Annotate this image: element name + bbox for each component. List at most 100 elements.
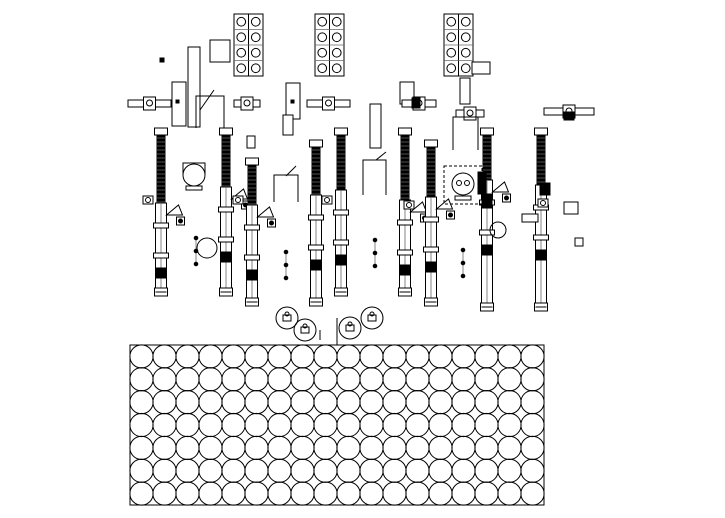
table-cell-circle (222, 391, 245, 414)
table-cell-circle (153, 459, 176, 482)
table-cell-circle (222, 345, 245, 368)
post (424, 140, 455, 306)
table-cell-circle (245, 482, 268, 505)
table-cell-circle (222, 436, 245, 459)
table-cell-circle (475, 413, 498, 436)
table-cell-circle (383, 345, 406, 368)
table-cell-circle (475, 482, 498, 505)
table-cell-circle (291, 436, 314, 459)
table-cell-circle (452, 459, 475, 482)
table-cell-circle (475, 391, 498, 414)
table-cell-circle (199, 391, 222, 414)
table-cell-circle (291, 345, 314, 368)
table-cell-circle (337, 368, 360, 391)
table-cell-circle (222, 482, 245, 505)
table-cell-circle (498, 413, 521, 436)
table-cell-circle (360, 391, 383, 414)
meter (444, 166, 486, 204)
table-cell-circle (406, 413, 429, 436)
switch-panel (234, 14, 263, 76)
table-cell-circle (383, 391, 406, 414)
bracket (258, 207, 276, 227)
table-cell-circle (130, 391, 153, 414)
table-cell-circle (360, 436, 383, 459)
table-cell-circle (199, 436, 222, 459)
table-cell-circle (268, 459, 291, 482)
table-cell-circle (268, 345, 291, 368)
table-cell-circle (429, 459, 452, 482)
table-cell-circle (521, 436, 544, 459)
table-cell-circle (176, 482, 199, 505)
table-cell-circle (176, 413, 199, 436)
table-cell-circle (383, 459, 406, 482)
threaded-section (401, 135, 409, 200)
table-cell-circle (153, 436, 176, 459)
table-cell-circle (406, 345, 429, 368)
threaded-section (312, 147, 320, 195)
table-cell-circle (452, 391, 475, 414)
table-cell-circle (521, 459, 544, 482)
probe (284, 250, 288, 280)
table-cell-circle (130, 345, 153, 368)
table-cell-circle (291, 413, 314, 436)
table-cell-circle (245, 345, 268, 368)
table-cell-circle (521, 482, 544, 505)
table-cell-circle (429, 345, 452, 368)
post (334, 128, 349, 296)
table-cell-circle (291, 482, 314, 505)
threaded-section (222, 135, 230, 187)
connector (294, 319, 316, 341)
table-cell-circle (153, 345, 176, 368)
switch-panel (315, 14, 344, 76)
valve (143, 196, 153, 204)
table-cell-circle (291, 368, 314, 391)
post (480, 128, 511, 311)
threaded-section (537, 135, 545, 185)
arm (456, 107, 484, 120)
switch-panel (444, 14, 473, 76)
valve (322, 196, 332, 204)
table-cell-circle (521, 368, 544, 391)
table-cell-circle (314, 459, 337, 482)
table-cell-circle (268, 391, 291, 414)
probe (373, 238, 377, 268)
table-cell-circle (475, 436, 498, 459)
table-cell-circle (222, 459, 245, 482)
table-cell-circle (222, 413, 245, 436)
table-cell-circle (314, 482, 337, 505)
circle-table (130, 318, 544, 505)
fixtures (128, 40, 594, 280)
table-cell-circle (521, 391, 544, 414)
table-cell-circle (498, 368, 521, 391)
table-cell-circle (245, 391, 268, 414)
table-cell-circle (383, 413, 406, 436)
arm (234, 97, 260, 110)
table-cell-circle (498, 391, 521, 414)
post (398, 128, 429, 296)
threaded-section (427, 147, 435, 197)
table-cell-circle (176, 345, 199, 368)
table-cell-circle (245, 413, 268, 436)
table-cell-circle (429, 413, 452, 436)
table-cell-circle (406, 391, 429, 414)
table-cell-circle (291, 391, 314, 414)
connector (339, 317, 361, 339)
table-cell-circle (130, 413, 153, 436)
table-cell-circle (176, 368, 199, 391)
meter (183, 163, 205, 190)
table-cell-circle (199, 482, 222, 505)
valve (233, 196, 243, 204)
table-cell-circle (130, 368, 153, 391)
table-cell-circle (245, 459, 268, 482)
probe (461, 248, 465, 278)
table-cell-circle (521, 413, 544, 436)
table-cell-circle (268, 413, 291, 436)
bracket (167, 205, 185, 225)
table-cell-circle (429, 482, 452, 505)
table-cell-circle (245, 368, 268, 391)
table-cell-circle (314, 436, 337, 459)
bracket (493, 182, 511, 202)
table-cell-circle (130, 482, 153, 505)
table-cell-circle (337, 413, 360, 436)
table-cell-circle (176, 459, 199, 482)
